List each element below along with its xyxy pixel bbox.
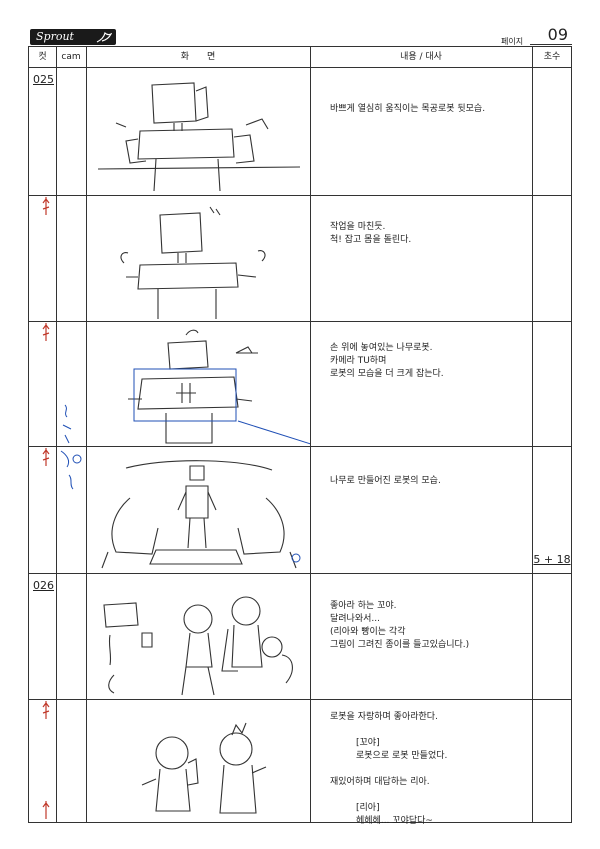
description-line: 카메라 TU하며 <box>330 356 387 366</box>
panel-4-description: 나무로 만들어진 로봇의 모습. <box>330 475 526 488</box>
panel-1-robot-back-sketch <box>97 82 301 191</box>
column-divider <box>56 47 57 822</box>
description-line: 재있어하며 대답하는 리아. <box>330 777 430 787</box>
line-gap <box>330 724 526 737</box>
red-arrow-mark <box>42 801 50 819</box>
column-divider <box>86 47 87 822</box>
page-number: 09 <box>530 26 572 45</box>
panel-1-description: 바쁘게 열심히 움직이는 목공로봇 뒷모습. <box>330 103 526 116</box>
panel-5-description: 좋아라 하는 꼬야. 달려나와서... (리아와 빵이는 각각 그림이 그려진 … <box>330 600 526 652</box>
column-divider <box>532 47 533 822</box>
row-divider <box>29 699 571 700</box>
panel-2-robot-turning-sketch <box>120 206 266 319</box>
description-line: 바쁘게 열심히 움직이는 목공로봇 뒷모습. <box>330 104 486 114</box>
description-line: 로봇을 자랑하며 좋아라한다. <box>330 712 438 722</box>
red-arrow-mark <box>42 323 50 341</box>
row-divider <box>29 321 571 322</box>
seconds-value: 5 + 18 <box>533 553 571 566</box>
row-divider <box>29 67 571 68</box>
storyboard-sheet: 컷 cam 화 면 내용 / 대사 초수 025 026 <box>28 46 572 826</box>
description-line: 손 위에 놓여있는 나무로봇. <box>330 343 433 353</box>
panel-3-description: 손 위에 놓여있는 나무로봇. 카메라 TU하며 로봇의 모습을 더 크게 잡는… <box>330 342 526 381</box>
panel-6-description: 로봇을 자랑하며 좋아라한다. [꼬야] 로봇으로 로봇 만들었다. 재있어하며… <box>330 711 526 828</box>
description-line: 그림이 그려진 종이를 들고있습니다.) <box>330 640 470 650</box>
line-gap <box>330 789 526 802</box>
panel-4-wooden-robot-sketch <box>101 460 301 569</box>
row-divider <box>29 195 571 196</box>
sprout-leaf-icon <box>96 31 112 43</box>
row-divider <box>29 573 571 574</box>
cut-number: 025 <box>33 73 54 86</box>
column-header-cut: 컷 <box>38 52 47 62</box>
line-gap <box>330 763 526 776</box>
description-line: 좋아라 하는 꼬야. <box>330 601 397 611</box>
description-line: 작업을 마친듯. <box>330 222 386 232</box>
column-header-screen: 화 면 <box>180 52 216 62</box>
blue-handwritten-note <box>60 404 82 490</box>
header-logo-bar: Sprout <box>30 29 116 45</box>
dialogue-speaker: [꼬야] <box>356 738 380 748</box>
page-label: 페이지 <box>501 37 524 46</box>
column-divider <box>310 47 311 822</box>
panel-3-robot-holding-sketch <box>128 329 310 445</box>
red-arrow-mark <box>42 701 50 719</box>
red-arrow-mark <box>42 197 50 215</box>
red-arrow-mark <box>42 448 50 466</box>
panel-5-koya-running-sketch <box>103 596 293 696</box>
logo-text: Sprout <box>36 30 74 43</box>
description-line: 척! 잡고 몸을 돌린다. <box>330 235 412 245</box>
row-divider <box>29 446 571 447</box>
dialogue-text: 로봇으로 로봇 만들었다. <box>356 751 448 761</box>
cut-number: 026 <box>33 579 54 592</box>
panel-2-description: 작업을 마친듯. 척! 잡고 몸을 돌린다. <box>330 221 526 247</box>
description-line: 달려나와서... <box>330 614 380 624</box>
panel-6-koya-showing-robot-sketch <box>141 722 267 814</box>
description-line: 나무로 만들어진 로봇의 모습. <box>330 476 441 486</box>
dialogue-speaker: [리아] <box>356 803 380 813</box>
column-header-content: 내용 / 대사 <box>400 52 442 62</box>
dialogue-text: 헤헤헤... 꼬야답다~ <box>356 816 433 826</box>
column-header-cam: cam <box>61 52 81 62</box>
column-header-seconds: 초수 <box>543 52 561 62</box>
description-line: (리아와 빵이는 각각 <box>330 627 406 637</box>
description-line: 로봇의 모습을 더 크게 잡는다. <box>330 369 444 379</box>
